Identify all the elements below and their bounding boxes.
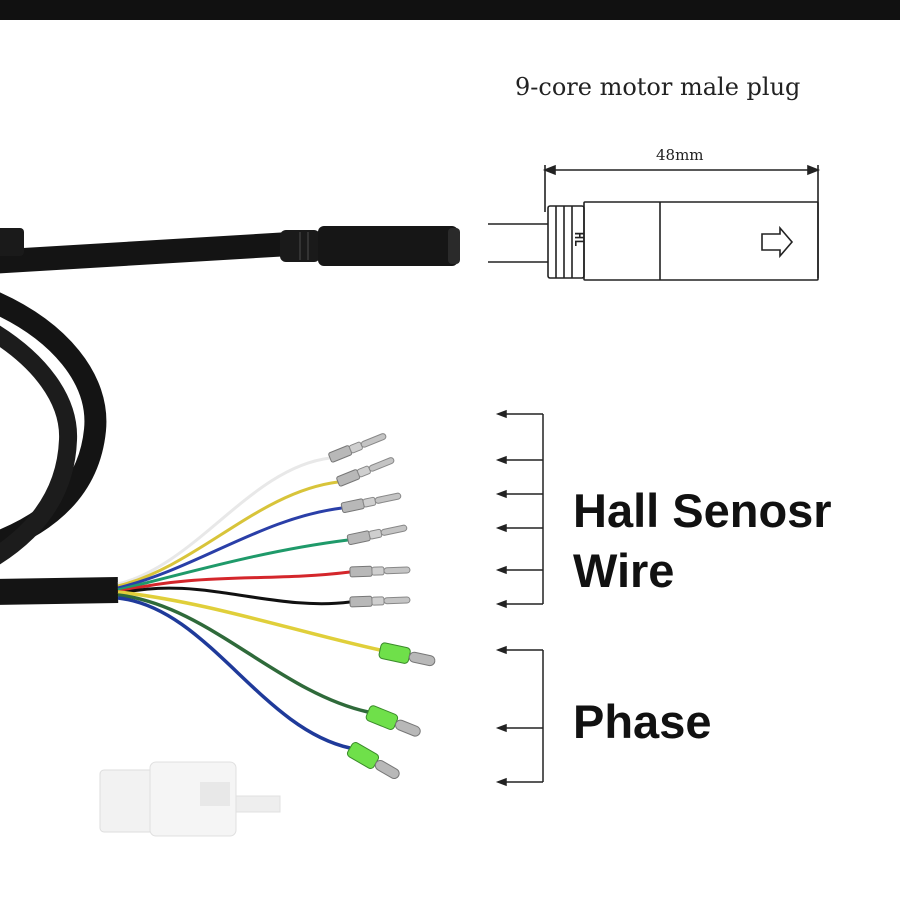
pin-terminal	[336, 457, 395, 487]
phase-wire	[117, 590, 381, 652]
bullet-terminal	[346, 742, 400, 779]
arrow-head	[495, 565, 507, 575]
terminal-bullet	[374, 760, 400, 779]
terminal-insulator	[365, 705, 399, 730]
main-cable	[0, 228, 302, 605]
terminal-bullet	[394, 719, 421, 737]
wire-terminals	[328, 433, 436, 779]
pin-crimp	[368, 528, 383, 540]
pin-tip	[368, 457, 395, 472]
bullet-terminal	[365, 705, 421, 737]
bullet-terminal	[378, 642, 436, 667]
pin-barrel	[336, 469, 361, 487]
pin-crimp	[371, 566, 385, 576]
arrow-head	[495, 455, 507, 465]
arrow-head	[495, 489, 507, 499]
hall-wire	[117, 456, 331, 586]
pin-terminal	[349, 595, 411, 608]
arrow-head	[495, 409, 507, 419]
phase-label: Phase	[573, 695, 712, 748]
pin-barrel	[328, 445, 353, 463]
arrow-head	[495, 523, 507, 533]
hall-sensor-label-line-1: Hall Senosr	[573, 484, 832, 537]
pin-crimp	[371, 596, 385, 606]
arrow-head	[495, 599, 507, 609]
pin-terminal	[346, 524, 408, 546]
arrow-head	[495, 723, 507, 733]
pin-tip	[383, 596, 411, 605]
terminal-insulator	[378, 642, 411, 664]
pin-crimp	[362, 496, 377, 508]
pin-barrel	[349, 595, 373, 608]
hall-wire	[117, 538, 349, 592]
pin-barrel	[349, 565, 373, 578]
pin-barrel	[346, 530, 371, 546]
label-brackets	[495, 409, 544, 787]
hall-bracket	[495, 409, 544, 609]
plug-title: 9-core motor male plug	[515, 73, 801, 101]
phase-wire	[117, 593, 369, 714]
pin-terminal	[349, 565, 411, 578]
black-plug	[280, 226, 460, 266]
wire-bundle	[117, 456, 381, 750]
hall-wire	[117, 586, 351, 606]
dimension-label: 48mm	[656, 146, 704, 164]
phase-wire	[117, 596, 351, 750]
white-connector	[99, 761, 281, 837]
pin-terminal	[328, 433, 387, 463]
arrow-head	[495, 777, 507, 787]
hall-wire	[117, 506, 343, 590]
pin-tip	[383, 566, 411, 575]
pin-terminal	[340, 492, 402, 514]
plug-marking: HL	[572, 232, 586, 247]
terminal-bullet	[408, 651, 436, 667]
arrow-head	[495, 645, 507, 655]
hall-sensor-label-line-2: Wire	[573, 544, 675, 597]
top-banner-bar	[0, 0, 900, 20]
hall-wire	[117, 570, 351, 594]
phase-bracket	[495, 645, 544, 787]
pin-barrel	[340, 498, 365, 514]
pin-tip	[360, 433, 387, 448]
plug-drawing	[488, 164, 821, 281]
pin-tip	[380, 524, 408, 536]
hall-wire	[117, 480, 339, 588]
pin-tip	[374, 492, 402, 504]
